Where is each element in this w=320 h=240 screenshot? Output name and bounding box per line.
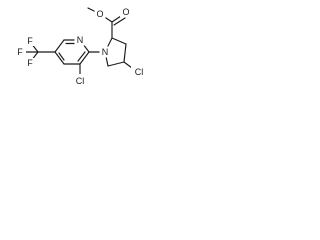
f-left-label: F — [17, 47, 23, 57]
f-top-label: F — [27, 36, 33, 46]
f-left-background — [15, 47, 26, 57]
f-top-background — [25, 36, 36, 46]
molecule-structure: N N Cl Cl O O F F F — [15, 6, 146, 86]
chloro-pyrrolidine-label: Cl — [135, 67, 144, 77]
pyridine-n-label: N — [77, 35, 84, 45]
bond-c4-c5 — [54, 51, 65, 65]
ester-o-background — [94, 8, 106, 20]
bond-c2-c3 — [79, 51, 90, 65]
bond-c3p-c4p — [123, 43, 127, 63]
label-layer: N N Cl Cl O O F F F — [15, 6, 146, 86]
pyridine-n-background — [74, 34, 86, 46]
ester-o-label: O — [96, 9, 103, 19]
f-bottom-background — [25, 58, 36, 68]
bond-c4-c5-double — [58, 52, 65, 61]
pyrrolidine-n-label: N — [102, 47, 109, 57]
chloro-pyrrolidine-background — [131, 66, 146, 77]
bond-ester-c-o-double-b — [113, 17, 126, 26]
bond-c5-c6 — [54, 39, 65, 53]
bond-c2-c3-double — [77, 51, 86, 62]
f-bottom-label: F — [27, 58, 33, 68]
pyrrolidine-n-background — [99, 46, 111, 58]
bond-c2p-c3p — [111, 37, 127, 45]
chloro-pyridine-label: Cl — [76, 76, 85, 86]
bond-c4p-c5p — [107, 61, 125, 67]
carbonyl-o-label: O — [122, 7, 129, 17]
chloro-pyridine-background — [73, 74, 88, 85]
carbonyl-o-background — [120, 6, 131, 17]
